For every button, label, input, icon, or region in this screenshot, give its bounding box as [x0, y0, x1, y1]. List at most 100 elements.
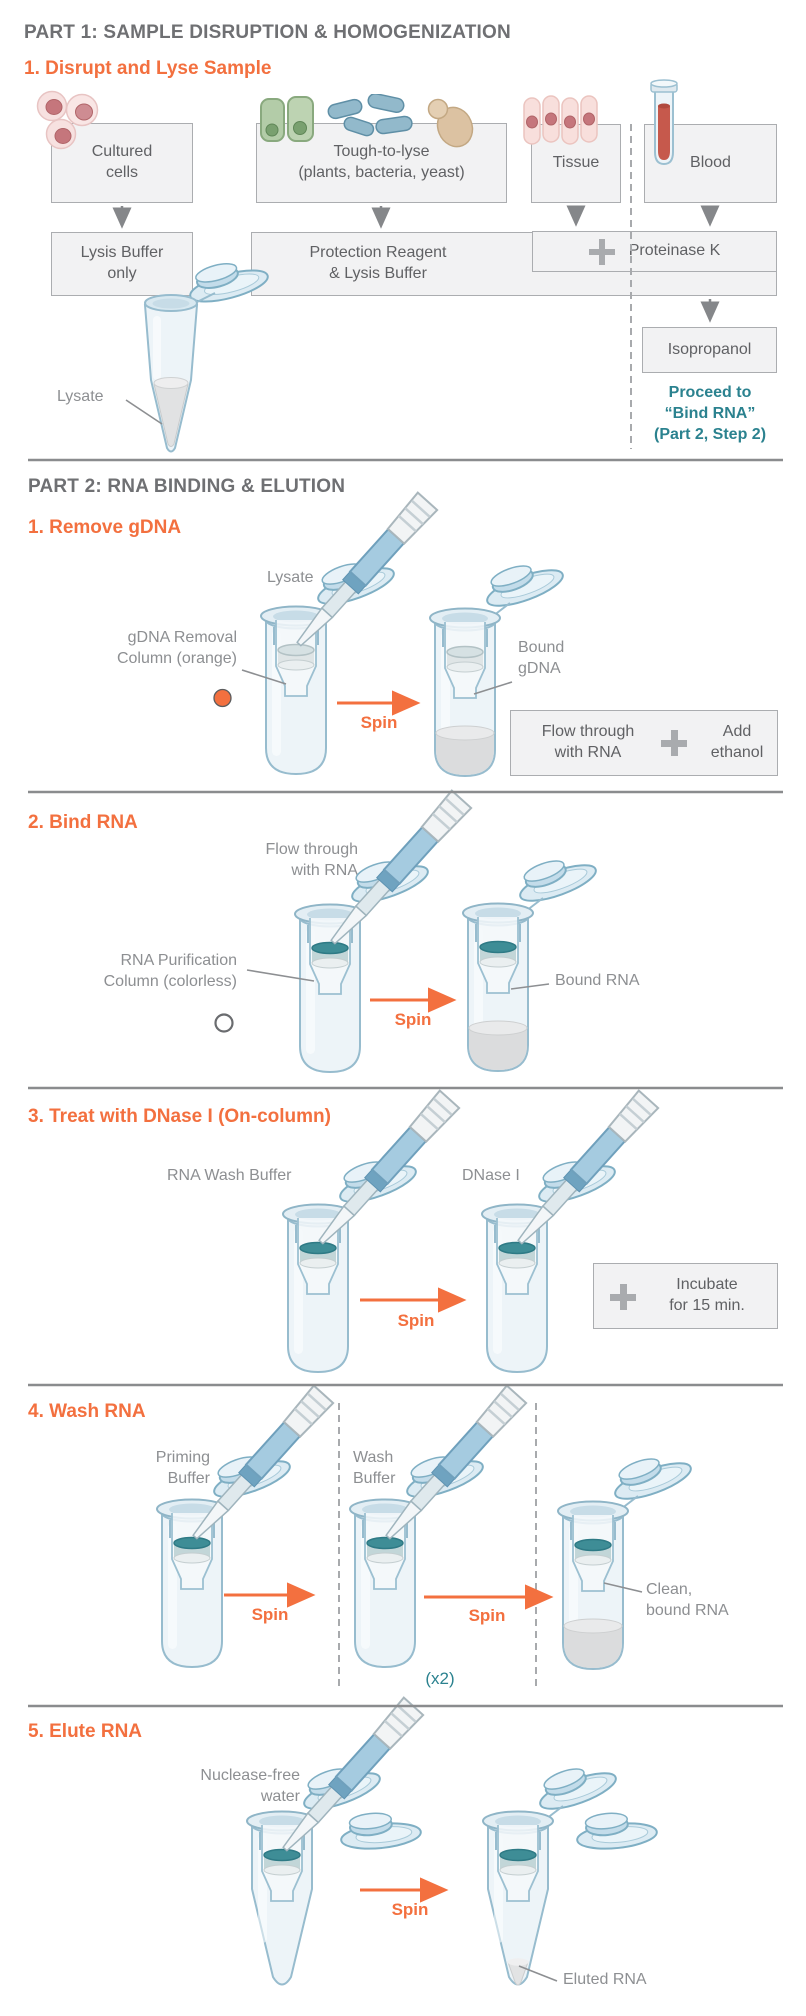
wash-line1: Wash [353, 1449, 394, 1466]
sample-box-blood: Blood [644, 124, 777, 203]
rna-column-assembly-left [240, 772, 520, 1084]
flow-through-label-s2: Flow through with RNA [223, 840, 359, 882]
elution-assembly-left [192, 1679, 492, 2009]
step5-heading: 5. Elute RNA [28, 1721, 143, 1742]
flow-line2: with RNA [554, 743, 622, 761]
spin-column-insert [497, 1825, 539, 1902]
add-ethanol-text: Add ethanol [699, 722, 775, 764]
gdna-column-label: gDNA Removal Column (orange) [102, 628, 237, 670]
clean-bound-rna-label: Clean, bound RNA [646, 1580, 738, 1622]
step3-heading: 3. Treat with DNase I (On-column) [28, 1106, 331, 1127]
rna-wash-buffer-label: RNA Wash Buffer [167, 1167, 292, 1184]
tube-cap-open [303, 1768, 381, 1810]
sample-box-tough-to-lyse: Tough-to-lyse (plants, bacteria, yeast) [256, 123, 507, 203]
tube-cap-open [614, 1458, 692, 1500]
spin-column-insert [444, 622, 486, 699]
spin-column-insert [309, 918, 351, 995]
bound-gdna-line2: gDNA [518, 659, 561, 677]
elution-assembly-right [428, 1679, 728, 2009]
rna-column-line2: Column (colorless) [103, 972, 237, 990]
eluted-rna-label: Eluted RNA [563, 1971, 647, 1988]
tube-cap-open [486, 565, 564, 607]
tissue-label: Tissue [552, 154, 600, 172]
incubate-line2: for 15 min. [669, 1296, 745, 1314]
tube-cap-open [576, 1812, 658, 1850]
wash-line2: Buffer [353, 1469, 396, 1487]
proceed-line1: Proceed to [668, 384, 752, 401]
lysate-label-step1: Lysate [267, 569, 314, 586]
protection-line1: Protection Reagent [309, 244, 447, 261]
sample-box-cultured-cells: Cultured cells [51, 123, 193, 203]
spin-column-insert [275, 620, 317, 697]
plus-icon [610, 1284, 636, 1310]
spin-column-insert [477, 917, 519, 994]
pipette [517, 1089, 660, 1245]
x2-label: (x2) [425, 1669, 455, 1688]
box-lysis-buffer-only: Lysis Buffer only [51, 232, 193, 296]
proceed-note: Proceed to “Bind RNA” (Part 2, Step 2) [637, 382, 783, 445]
gdna-column-line2: Column (orange) [116, 649, 237, 667]
proteinase-label: Proteinase K [628, 242, 721, 260]
rna-column-line1: RNA Purification [120, 952, 238, 969]
spin-column-insert [297, 1218, 339, 1295]
flow-line1: Flow through [541, 723, 635, 740]
gdna-column-assembly-left [206, 474, 486, 786]
sample-box-tissue: Tissue [531, 124, 621, 203]
protection-line2: & Lysis Buffer [329, 264, 427, 282]
priming-line2: Buffer [167, 1469, 210, 1487]
tube-cap-open [317, 563, 395, 605]
orange-column-dot [213, 688, 232, 708]
clean-line2: bound RNA [646, 1601, 729, 1619]
gdna-column-line1: gDNA Removal [127, 629, 237, 646]
flow-through-text: Flow through with RNA [513, 722, 663, 764]
tube-cap-open [519, 860, 597, 902]
tough-line1: Tough-to-lyse [333, 143, 430, 161]
tough-line2: (plants, bacteria, yeast) [298, 164, 465, 181]
proceed-line2: “Bind RNA” [664, 405, 756, 422]
tube-cap-open [340, 1812, 422, 1850]
spin-column-insert [496, 1218, 538, 1295]
incubate-line1: Incubate [676, 1276, 738, 1293]
tube-cap-open [339, 1161, 417, 1203]
bound-gdna-line1: Bound [518, 639, 565, 656]
part1-title: PART 1: SAMPLE DISRUPTION & HOMOGENIZATI… [24, 22, 511, 43]
ethanol-line1: Add [722, 723, 752, 740]
flow-s2-line2: with RNA [291, 861, 358, 879]
water-line2: water [260, 1787, 300, 1805]
clean-rna-assembly [503, 1369, 783, 1681]
bound-gdna-label: Bound gDNA [518, 638, 582, 680]
cultured-line1: Cultured [91, 143, 153, 161]
colorless-column-ring [214, 1013, 234, 1033]
lysate-label-part1: Lysate [57, 388, 104, 405]
spin-label-s5: Spin [391, 1900, 429, 1919]
box-proteinase-k: Proteinase K [532, 231, 777, 272]
rna-column-label: RNA Purification Column (colorless) [72, 951, 237, 993]
tube-cap-open [539, 1768, 617, 1810]
cultured-line2: cells [105, 164, 138, 181]
water-line1: Nuclease-free [200, 1767, 300, 1784]
spin-label-s2: Spin [394, 1010, 432, 1029]
tube-cap-open [213, 1456, 291, 1498]
spin-label-s3: Spin [397, 1311, 435, 1330]
priming-buffer-label: Priming Buffer [130, 1448, 210, 1490]
step4-heading: 4. Wash RNA [28, 1401, 146, 1422]
rna-column-assembly-right [408, 771, 688, 1083]
dnase-label: DNase I [462, 1167, 520, 1184]
box-flow-through-ethanol: Flow through with RNA Add ethanol [510, 710, 778, 776]
bound-rna-label: Bound RNA [555, 972, 640, 989]
proceed-line3: (Part 2, Step 2) [653, 426, 767, 443]
part2-title: PART 2: RNA BINDING & ELUTION [28, 476, 346, 497]
step1-heading: 1. Remove gDNA [28, 517, 182, 538]
lysis-line1: Lysis Buffer [80, 244, 164, 262]
incubate-text: Incubate for 15 min. [646, 1275, 768, 1317]
flow-s2-line1: Flow through [265, 841, 359, 858]
part1-step1-heading: 1. Disrupt and Lyse Sample [24, 58, 272, 79]
dnase-assembly-s3-right [427, 1072, 707, 1384]
wash-buffer-label: Wash Buffer [353, 1448, 433, 1490]
nuclease-free-water-label: Nuclease-free water [160, 1766, 300, 1808]
lysis-line2: only [107, 265, 137, 282]
clean-line1: Clean, [646, 1581, 693, 1598]
blood-label: Blood [690, 154, 731, 172]
spin-column-insert [572, 1515, 614, 1592]
